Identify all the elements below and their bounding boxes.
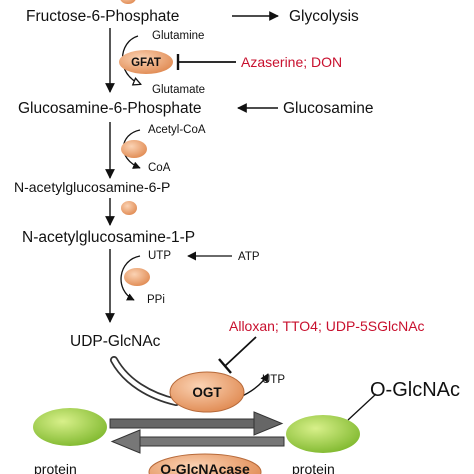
coa-label: CoA [148, 162, 171, 174]
o-glcnacase-enzyme [148, 453, 262, 474]
protein-right-label: protein [292, 461, 335, 474]
glucosamine-6-phosphate-label: Glucosamine-6-Phosphate [18, 100, 202, 117]
utp-in-label: UTP [148, 250, 171, 262]
o-glcnacase-label: O-GlcNAcase [160, 461, 250, 474]
ogt-inhibition-line [224, 336, 257, 367]
acetyl-coa-label: Acetyl-CoA [148, 124, 206, 136]
ogt-inhibitors-label: Alloxan; TTO4; UDP-5SGlcNAc [229, 318, 425, 334]
udp-glcnac-feed-outer [110, 356, 180, 406]
protein-left-shape [33, 408, 107, 446]
udp-glcnac-feed-inner [111, 357, 179, 405]
gna1-enzyme [121, 140, 147, 158]
reverse-arrow-shaft [135, 436, 285, 447]
ogt-enzyme [169, 371, 245, 413]
o-glcnac-label: O-GlcNAc [370, 379, 460, 401]
ogt-inhibition-bar [218, 358, 232, 374]
forward-arrow-head [253, 411, 284, 436]
ogt-label: OGT [192, 385, 222, 400]
forward-arrow-shaft [109, 418, 259, 429]
gfat-label: GFAT [131, 57, 161, 69]
glutamine-label: Glutamine [152, 30, 204, 42]
enzyme-fragment-top [120, 0, 136, 4]
uap1-enzyme [124, 268, 150, 286]
glcnac-1p-label: N-acetylglucosamine-1-P [22, 229, 195, 246]
glcnac-6p-label: N-acetylglucosamine-6-P [14, 179, 170, 195]
reverse-arrow-head [110, 429, 141, 454]
gfat-enzyme [119, 50, 173, 74]
protein-right-shape [286, 415, 360, 453]
agm1-enzyme [121, 201, 137, 215]
ppi-label: PPi [147, 294, 165, 306]
protein-left-label: protein [34, 461, 77, 474]
utp-ppi-curve [120, 255, 141, 301]
utp-out-label: UTP [262, 374, 285, 386]
glucosamine-label: Glucosamine [283, 100, 373, 117]
udp-glcnac-label: UDP-GlcNAc [70, 333, 161, 350]
o-glcnac-bond [347, 393, 377, 421]
gfat-inhibitors-label: Azaserine; DON [241, 54, 342, 70]
atp-label: ATP [238, 251, 260, 263]
fructose-6-phosphate-label: Fructose-6-Phosphate [26, 8, 179, 25]
glycolysis-label: Glycolysis [289, 8, 359, 25]
glutamate-label: Glutamate [152, 84, 205, 96]
